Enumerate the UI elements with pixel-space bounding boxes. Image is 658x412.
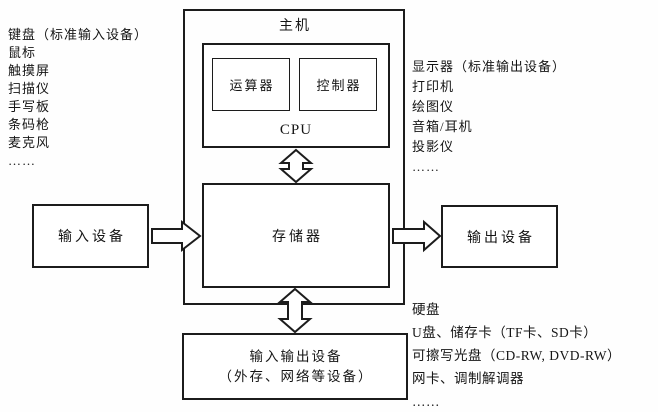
input-devices-box: 输入设备 xyxy=(32,204,149,268)
alu-box: 运算器 xyxy=(212,58,290,111)
list-item: 触摸屏 xyxy=(8,63,51,78)
list-item: 可擦写光盘（CD-RW, DVD-RW） xyxy=(412,348,622,363)
list-item: 音箱/耳机 xyxy=(412,119,473,134)
list-item: 绘图仪 xyxy=(412,99,455,114)
list-item: 网卡、调制解调器 xyxy=(412,371,524,386)
list-item: 手写板 xyxy=(8,99,51,114)
list-item-ellipsis: …… xyxy=(8,153,36,168)
list-item: 鼠标 xyxy=(8,45,37,60)
io-devices-label-line2: （外存、网络等设备） xyxy=(218,368,374,384)
input-device-list: 键盘（标准输入设备） 鼠标 触摸屏 扫描仪 手写板 条码枪 麦克风 …… xyxy=(8,26,148,170)
cpu-label: CPU xyxy=(279,122,313,138)
list-item: U盘、储存卡（TF卡、SD卡） xyxy=(412,325,598,340)
list-item: 投影仪 xyxy=(412,139,455,154)
list-item: 打印机 xyxy=(412,79,455,94)
input-devices-label: 输入设备 xyxy=(58,230,126,245)
output-devices-label: 输出设备 xyxy=(467,230,535,246)
memory-label: 存储器 xyxy=(272,229,323,245)
list-item: 硬盘 xyxy=(412,302,440,317)
list-item: 扫描仪 xyxy=(8,81,51,96)
list-item-ellipsis: …… xyxy=(412,159,440,174)
list-item: 键盘（标准输入设备） xyxy=(8,27,149,42)
alu-label: 运算器 xyxy=(229,78,275,93)
list-item: 麦克风 xyxy=(8,135,51,150)
cu-label: 控制器 xyxy=(316,78,362,93)
list-item-ellipsis: …… xyxy=(412,394,440,409)
list-item: 显示器（标准输出设备） xyxy=(412,59,567,74)
cu-box: 控制器 xyxy=(299,58,377,111)
io-device-list: 硬盘 U盘、储存卡（TF卡、SD卡） 可擦写光盘（CD-RW, DVD-RW） … xyxy=(412,298,621,412)
output-devices-box: 输出设备 xyxy=(441,205,558,268)
io-devices-label-line1: 输入输出设备 xyxy=(249,348,343,364)
memory-box: 存储器 xyxy=(202,183,390,288)
output-device-list: 显示器（标准输出设备） 打印机 绘图仪 音箱/耳机 投影仪 …… xyxy=(412,57,566,177)
host-label: 主机 xyxy=(279,19,311,34)
list-item: 条码枪 xyxy=(8,117,51,132)
io-devices-box: 输入输出设备 （外存、网络等设备） xyxy=(182,333,408,400)
